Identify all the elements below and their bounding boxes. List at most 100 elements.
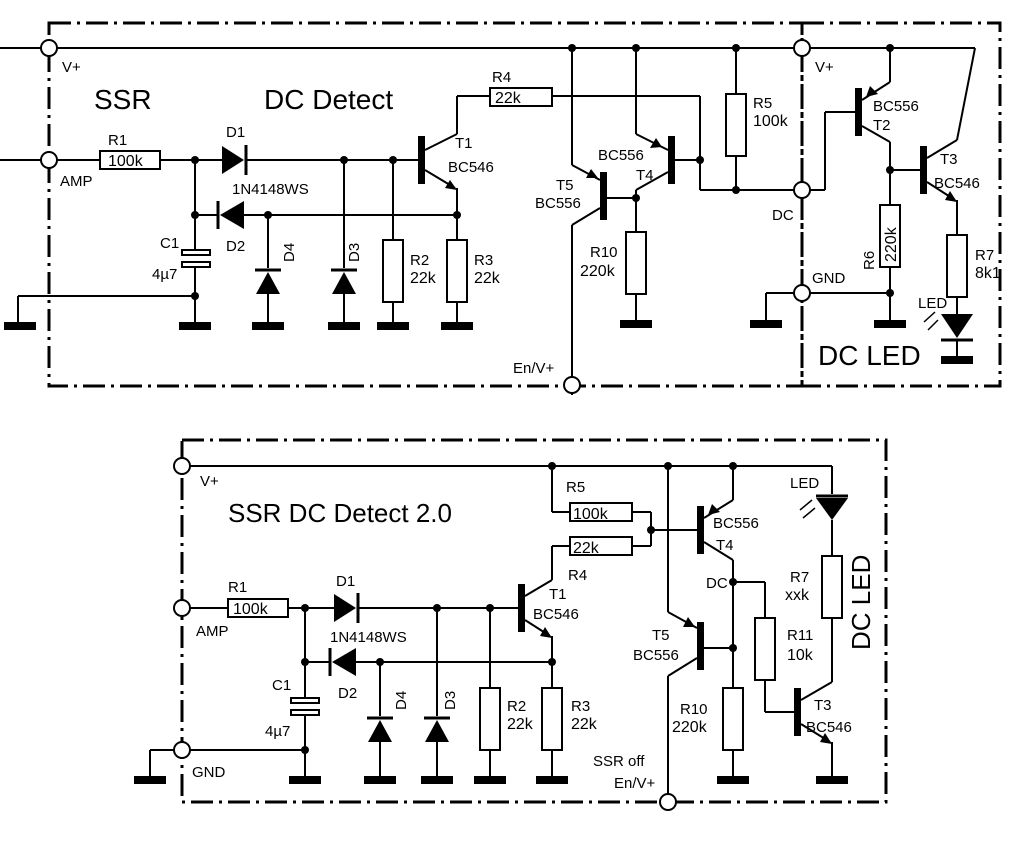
d3-diode bbox=[332, 272, 356, 294]
r2-resistor bbox=[382, 239, 404, 303]
r6-value: 220k bbox=[883, 226, 900, 262]
d2-diode bbox=[220, 201, 244, 229]
ground-symbol bbox=[252, 322, 284, 330]
gnd-terminal[interactable] bbox=[173, 741, 191, 759]
t1-transistor bbox=[418, 136, 425, 184]
r7-value: 8k1 bbox=[975, 265, 1001, 282]
t5-transistor bbox=[600, 172, 607, 220]
r4-label: R4 bbox=[568, 567, 587, 584]
t4-transistor bbox=[697, 506, 704, 554]
led-emission-arrow bbox=[799, 499, 813, 511]
t5-part: BC556 bbox=[535, 195, 581, 212]
t3-collector bbox=[800, 681, 833, 701]
d2-label: D2 bbox=[338, 685, 357, 702]
ssr-dc-detect-2-boundary bbox=[180, 438, 888, 804]
bottom-circuit: SSR DC Detect 2.0 DC LED V+ AMP R1 100k … bbox=[134, 438, 888, 811]
gnd-terminal[interactable] bbox=[793, 284, 811, 302]
junction bbox=[732, 186, 740, 194]
t4-collector bbox=[635, 171, 669, 191]
r7-resistor bbox=[821, 555, 843, 619]
ground-symbol bbox=[328, 322, 360, 330]
amp-terminal[interactable] bbox=[40, 151, 58, 169]
r5-label: R5 bbox=[753, 95, 772, 112]
ground-symbol bbox=[421, 776, 453, 784]
t1-arrow bbox=[540, 627, 552, 638]
t2-part: BC556 bbox=[873, 98, 919, 115]
d1-part: 1N4148WS bbox=[232, 181, 309, 198]
t4-emitter bbox=[635, 133, 669, 151]
title-ssr-dc-detect-2: SSR DC Detect 2.0 bbox=[228, 498, 452, 528]
en-v-plus-terminal[interactable] bbox=[563, 376, 581, 394]
r2-value: 22k bbox=[410, 270, 437, 287]
t4-part: BC556 bbox=[598, 147, 644, 164]
d1-diode bbox=[222, 146, 244, 174]
ground-symbol bbox=[717, 776, 749, 784]
title-dc-led: DC LED bbox=[846, 555, 876, 650]
led-label: LED bbox=[790, 475, 819, 492]
t3-collector bbox=[926, 139, 958, 159]
r10-resistor bbox=[722, 687, 744, 751]
d4-diode bbox=[368, 720, 392, 742]
top-circuit: SSR DC Detect DC LED V+ V+ AMP R1 100k D… bbox=[0, 21, 1002, 395]
ground-symbol bbox=[750, 320, 782, 328]
c1-capacitor bbox=[290, 697, 320, 704]
r5-resistor bbox=[725, 93, 747, 157]
t3-arrow bbox=[820, 733, 832, 744]
v-plus-terminal[interactable] bbox=[40, 39, 58, 57]
t4-label: T4 bbox=[716, 537, 734, 554]
r3-label: R3 bbox=[571, 698, 590, 715]
r4-value: 22k bbox=[495, 90, 522, 107]
v-plus-terminal[interactable] bbox=[173, 457, 191, 475]
t4-collector bbox=[703, 541, 734, 561]
title-dc-led: DC LED bbox=[818, 340, 921, 371]
t1-arrow bbox=[445, 180, 457, 190]
title-ssr: SSR bbox=[94, 84, 152, 115]
t2-transistor bbox=[855, 88, 862, 136]
r3-label: R3 bbox=[474, 252, 493, 269]
r2-label: R2 bbox=[507, 698, 526, 715]
v-plus-label: V+ bbox=[62, 59, 81, 76]
r2-label: R2 bbox=[410, 252, 429, 269]
r1-label: R1 bbox=[108, 132, 127, 149]
junction bbox=[886, 44, 894, 52]
c1-value: 4µ7 bbox=[152, 266, 177, 283]
ground-symbol bbox=[816, 776, 848, 784]
t5-label: T5 bbox=[556, 177, 574, 194]
t5-transistor bbox=[697, 622, 704, 670]
dc-label: DC bbox=[772, 207, 794, 224]
en-v-plus-terminal[interactable] bbox=[659, 793, 677, 811]
r4-label: R4 bbox=[492, 69, 511, 86]
junction bbox=[301, 746, 309, 754]
led-emission-arrow bbox=[927, 319, 939, 331]
c1-plate bbox=[290, 709, 320, 716]
t1-part: BC546 bbox=[448, 159, 494, 176]
dc-led-boundary bbox=[800, 21, 1002, 388]
v-plus-led-terminal[interactable] bbox=[793, 39, 811, 57]
ground-symbol bbox=[441, 322, 473, 330]
r2-value: 22k bbox=[507, 716, 534, 733]
t3-label: T3 bbox=[940, 151, 958, 168]
r2-resistor bbox=[479, 687, 501, 751]
title-dc-detect: DC Detect bbox=[264, 84, 393, 115]
c1-value: 4µ7 bbox=[265, 723, 290, 740]
t4-part: BC556 bbox=[713, 515, 759, 532]
t4-label: T4 bbox=[636, 167, 654, 184]
t3-part: BC546 bbox=[806, 719, 852, 736]
ssr-off-label: SSR off bbox=[593, 753, 645, 770]
t5-arrow bbox=[683, 617, 695, 627]
t1-collector bbox=[424, 133, 458, 151]
ground-symbol bbox=[4, 322, 36, 330]
r1-value: 100k bbox=[233, 601, 269, 618]
led-diode bbox=[941, 314, 973, 338]
amp-terminal[interactable] bbox=[173, 599, 191, 617]
r10-label: R10 bbox=[680, 701, 708, 718]
ground-symbol bbox=[874, 320, 906, 328]
dc-terminal[interactable] bbox=[793, 181, 811, 199]
led-emission-arrow bbox=[802, 507, 816, 519]
gnd-label: GND bbox=[192, 764, 226, 781]
t5-label: T5 bbox=[652, 627, 670, 644]
led-emission-arrow bbox=[923, 311, 936, 323]
t1-label: T1 bbox=[455, 135, 473, 152]
r3-resistor bbox=[446, 239, 468, 303]
r5-value: 100k bbox=[753, 113, 789, 130]
